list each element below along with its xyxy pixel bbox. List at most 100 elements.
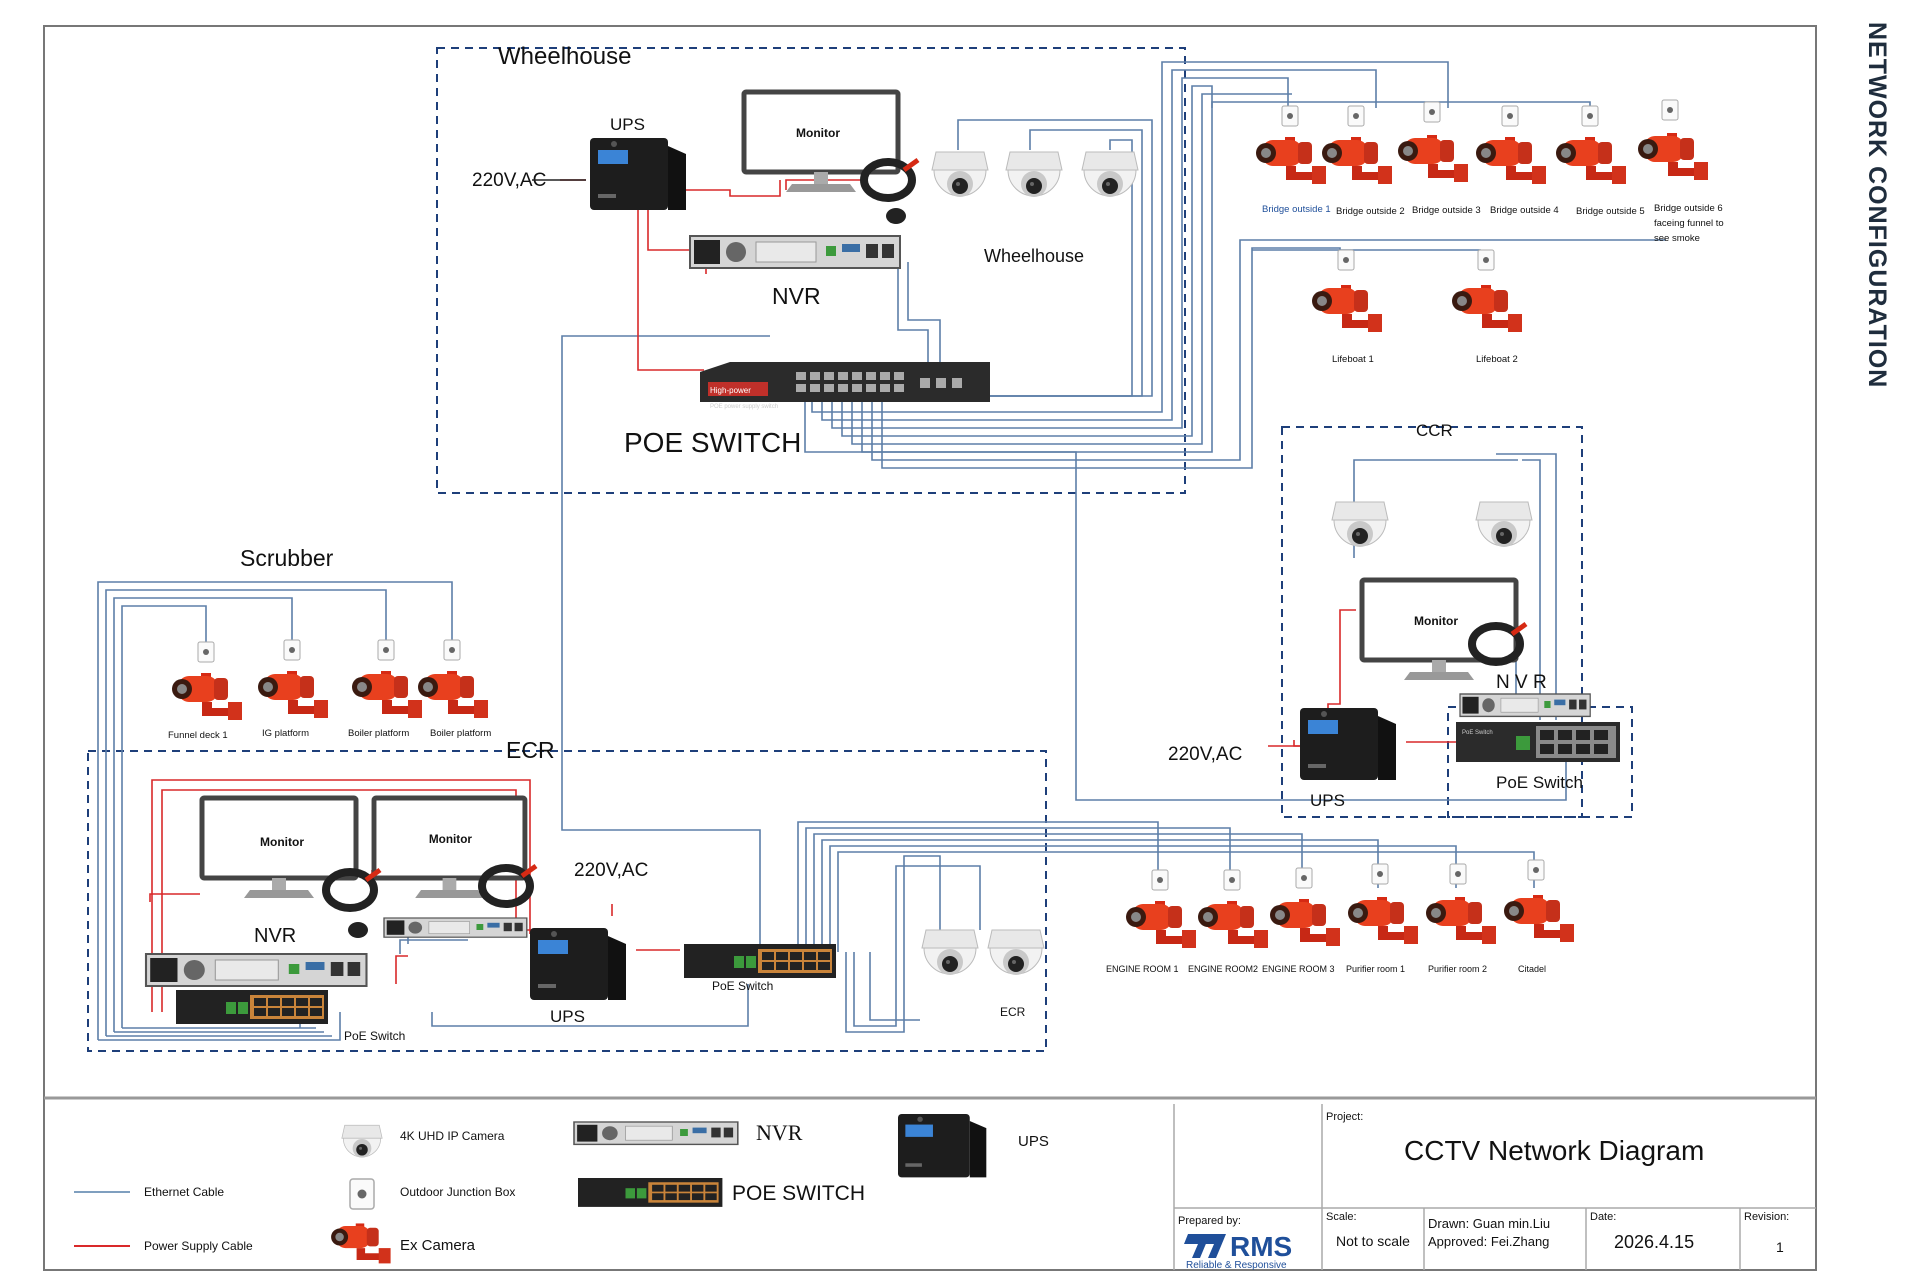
scale-label: Scale: [1326,1211,1357,1223]
bridge-2-label: Bridge outside 2 [1336,206,1405,217]
ethernet-cables [97,61,1666,1041]
wheelhouse-poe-switch: High-power POE power supply switch [700,362,990,410]
engine-2-label: ENGINE ROOM2 [1188,964,1258,974]
purifier-1-label: Purifier room 1 [1346,964,1405,974]
wheelhouse-dome-1 [931,151,989,198]
junction-box-icon [283,639,301,661]
junction-box-icon [1295,867,1313,889]
ecr-dome-1 [921,929,979,976]
switch-brand: High-power [710,386,751,395]
ecr-monitor-1-label: Monitor [260,835,304,849]
wheelhouse-dome-2 [1005,151,1063,198]
zone-label-scrubber: Scrubber [240,545,334,571]
ecr-poe-switch-2 [684,944,836,978]
scale-value: Not to scale [1336,1233,1410,1249]
legend-ups: UPS [1018,1133,1049,1150]
ccr-monitor-label: Monitor [1414,614,1458,628]
ex-camera-icon [352,671,422,718]
bridge-4-label: Bridge outside 4 [1490,205,1559,216]
logo-text: RMS [1230,1231,1292,1262]
junction-box-icon [1527,859,1545,881]
project-label: Project: [1326,1111,1363,1123]
ex-camera-icon [1476,137,1546,184]
bridge-1-label: Bridge outside 1 [1262,204,1331,215]
scrubber-2-label: IG platform [262,728,309,739]
zone-ecr [87,750,1047,1052]
ex-camera-icon [1126,901,1196,948]
bridge-ex-cameras: Bridge outside 1 Bridge outside 2 Bridge… [1256,99,1724,244]
lifeboat-2-label: Lifeboat 2 [1476,354,1518,365]
logo-tagline: Reliable & Responsive [1186,1260,1287,1271]
ex-camera-icon [1426,897,1496,944]
wheelhouse-power-label: 220V,AC [472,170,546,191]
ex-camera-icon [418,671,488,718]
zone-ccr [1281,426,1583,818]
legend-junction-box: Outdoor Junction Box [400,1185,515,1199]
engine-ex-cameras: ENGINE ROOM 1 ENGINE ROOM2 ENGINE ROOM 3… [1106,859,1574,974]
ccr-ups [1300,708,1396,780]
drawn-by: Drawn: Guan min.Liu [1428,1216,1550,1231]
ex-camera-icon [1452,285,1522,332]
rms-logo [1184,1234,1226,1258]
page-title: NETWORK CONFIGURATION [1863,22,1891,389]
ecr-ups [530,928,626,1000]
ccr-ups-label: UPS [1310,791,1345,810]
cable-icon [326,870,380,908]
bridge-6-label-line1: Bridge outside 6 [1654,203,1723,214]
junction-box-icon [1449,863,1467,885]
ccr-poe-switch-label: PoE Switch [1496,773,1583,792]
ecr-poe-switch-1-label: PoE Switch [344,1029,405,1043]
legend-poe-switch-icon [578,1178,723,1207]
wheelhouse-poe-switch-label: POE SWITCH [624,427,801,458]
ex-camera-icon [1638,133,1708,180]
ccr-poe-switch: PoE Switch [1456,722,1620,762]
junction-box-icon [1151,869,1169,891]
junction-box-icon [1223,869,1241,891]
junction-box-icon [1581,105,1599,127]
legend-ip-camera-icon [341,1124,383,1159]
ex-camera-icon [1504,895,1574,942]
zone-wheelhouse [436,47,1186,494]
legend-ex-camera: Ex Camera [400,1237,476,1254]
ex-camera-icon [1270,899,1340,946]
drawing-frame [43,25,1817,1271]
ex-camera-icon [258,671,328,718]
project-title: CCTV Network Diagram [1404,1135,1704,1166]
ccr-nvr-label: N V R [1496,672,1547,693]
ex-camera-icon [1322,137,1392,184]
ecr-monitor-2-label: Monitor [429,832,472,846]
ex-camera-icon [172,673,242,720]
ecr-monitor-2: Monitor [374,798,525,898]
cable-icon [482,866,536,904]
ccr-dome-2 [1475,501,1533,548]
ccr-monitor: Monitor [1362,580,1516,680]
ccr-switch-brand: PoE Switch [1462,730,1493,736]
wheelhouse-dome-3 [1081,151,1139,198]
purifier-2-label: Purifier room 2 [1428,964,1487,974]
legend-ex-camera-icon [331,1223,391,1264]
bridge-3-label: Bridge outside 3 [1412,205,1481,216]
engine-1-label: ENGINE ROOM 1 [1106,964,1179,974]
revision-value: 1 [1776,1239,1784,1255]
legend-nvr-icon [573,1121,739,1146]
monitor-label: Monitor [796,126,840,140]
legend-ethernet: Ethernet Cable [144,1185,224,1199]
ecr-domes-label: ECR [1000,1005,1026,1019]
legend-junction-box-icon [349,1178,375,1210]
junction-box-icon [1477,249,1495,271]
wheelhouse-domes-label: Wheelhouse [984,246,1084,266]
ex-camera-icon [1256,137,1326,184]
ecr-nvr-label: NVR [254,925,296,947]
junction-box-icon [1661,99,1679,121]
junction-box-icon [1281,105,1299,127]
citadel-label: Citadel [1518,964,1546,974]
junction-box-icon [1371,863,1389,885]
ecr-dome-2 [987,929,1045,976]
legend-nvr: NVR [756,1120,803,1145]
junction-box-icon [377,639,395,661]
wheelhouse-ups-label: UPS [610,115,645,134]
lifeboat-ex-cameras: Lifeboat 1 Lifeboat 2 [1312,249,1522,365]
ecr-nvr-1 [144,952,368,988]
cable-icon [864,160,918,198]
